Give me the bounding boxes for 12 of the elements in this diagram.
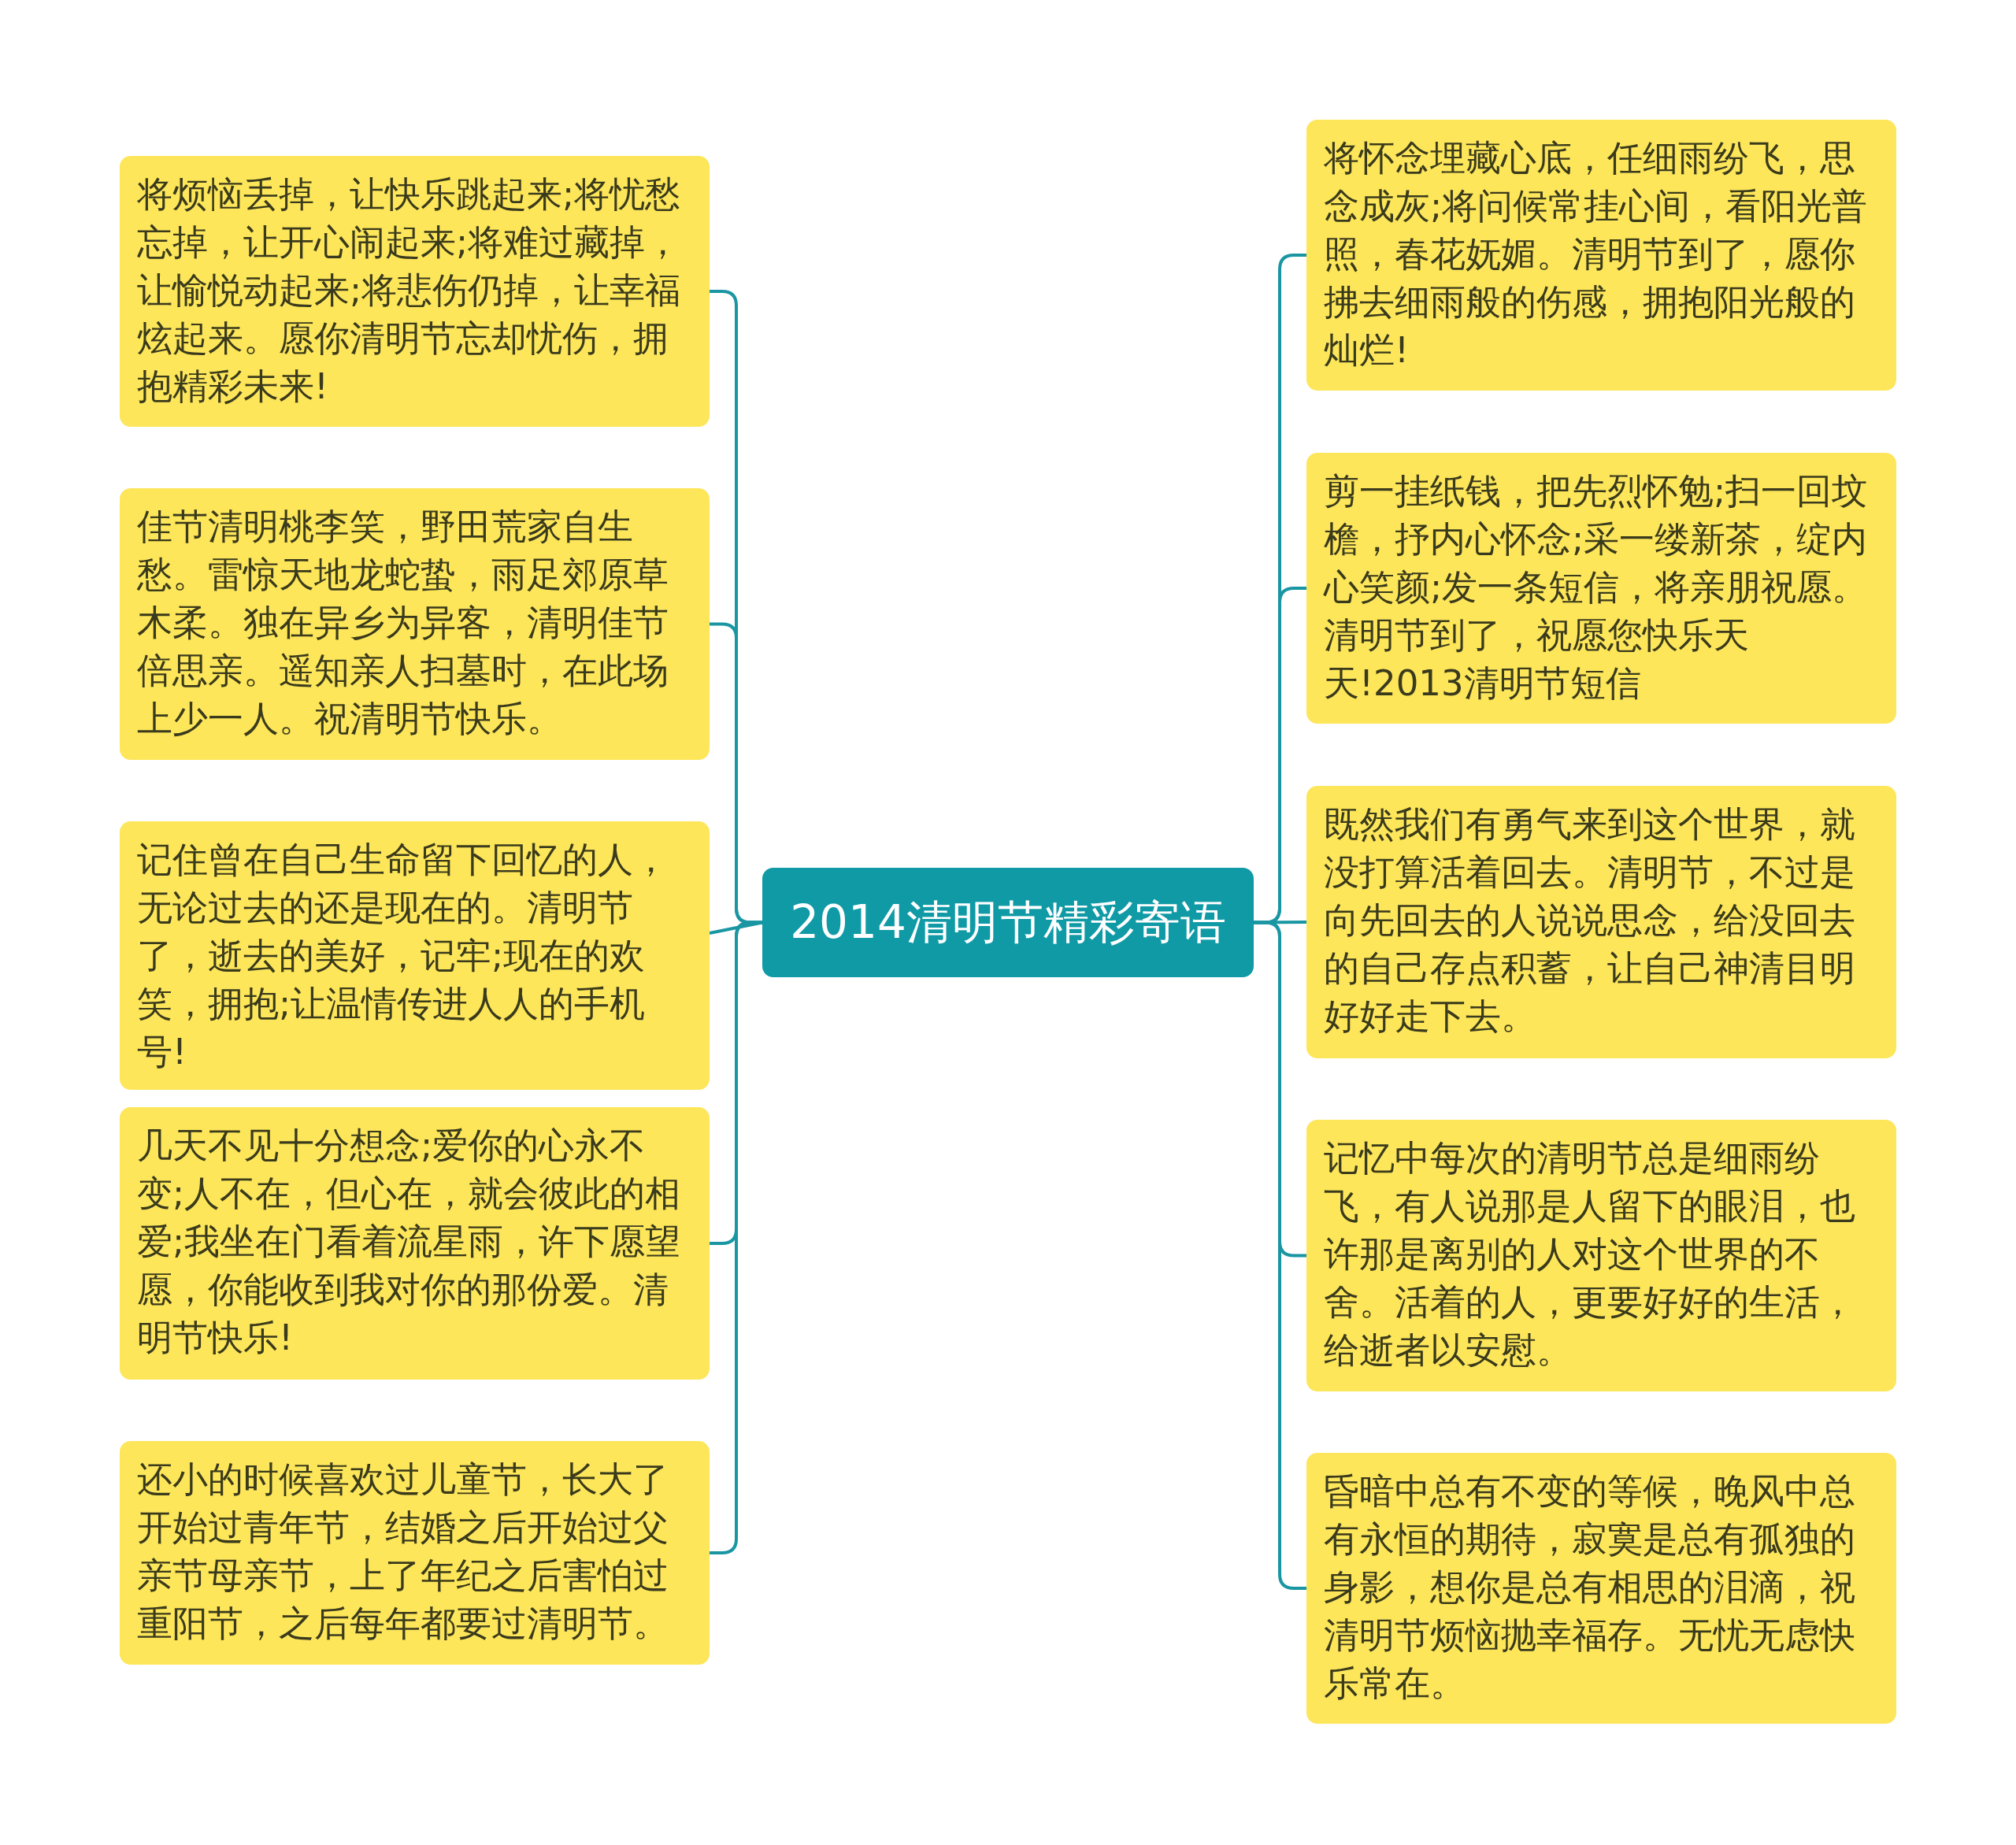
message-box: 既然我们有勇气来到这个世界，就没打算活着回去。清明节，不过是向先回去的人说说思念，给没回去的自己存点积蓄，让自己神清目明好好走下去。	[1306, 786, 1896, 1058]
message-box: 将烦恼丢掉，让快乐跳起来;将忧愁忘掉，让开心闹起来;将难过藏掉，让愉悦动起来;将悲伤仍掉，让幸福炫起来。愿你清明节忘却忧伤，拥抱精彩未来!	[120, 156, 710, 427]
connector-line	[1254, 921, 1306, 924]
message-box: 还小的时候喜欢过儿童节，长大了开始过青年节，结婚之后开始过父亲节母亲节，上了年纪之后害怕过重阳节，之后每年都要过清明节。	[120, 1441, 710, 1665]
message-box: 佳节清明桃李笑，野田荒家自生愁。雷惊天地龙蛇蛰，雨足郊原草木柔。独在异乡为异客，清明佳节倍思亲。遥知亲人扫墓时，在此场上少一人。祝清明节快乐。	[120, 488, 710, 760]
message-box: 昏暗中总有不变的等候，晚风中总有永恒的期待，寂寞是总有孤独的身影，想你是总有相思的泪滴，祝清明节烦恼抛幸福存。无忧无虑快乐常在。	[1306, 1453, 1896, 1724]
message-box: 记忆中每次的清明节总是细雨纷飞，有人说那是人留下的眼泪，也许那是离别的人对这个世界的不舍。活着的人，更要好好的生活，给逝者以安慰。	[1306, 1120, 1896, 1391]
message-box: 将怀念埋藏心底，任细雨纷飞，思念成灰;将问候常挂心间，看阳光普照，春花妩媚。清明节到了，愿你拂去细雨般的伤感，拥抱阳光般的灿烂!	[1306, 120, 1896, 391]
message-box: 记住曾在自己生命留下回忆的人，无论过去的还是现在的。清明节了，逝去的美好，记牢;现在的欢笑，拥抱;让温情传进人人的手机号!	[120, 821, 710, 1090]
message-box: 剪一挂纸钱，把先烈怀勉;扫一回坟檐，抒内心怀念;采一缕新茶，绽内心笑颜;发一条短信，将亲朋祝愿。清明节到了，祝愿您快乐天天!2013清明节短信	[1306, 453, 1896, 724]
topic-box: 2014清明节精彩寄语	[762, 868, 1254, 977]
message-box: 几天不见十分想念;爱你的心永不变;人不在，但心在，就会彼此的相爱;我坐在门看着流星雨，许下愿望愿，你能收到我对你的那份爱。清明节快乐!	[120, 1107, 710, 1380]
